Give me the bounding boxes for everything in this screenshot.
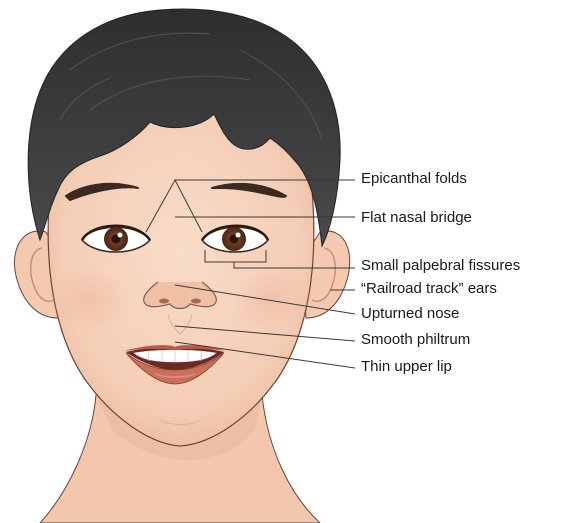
left-cheek (48, 268, 132, 332)
label-epicanthal-folds: Epicanthal folds (361, 170, 467, 188)
label-smooth-philtrum: Smooth philtrum (361, 331, 470, 349)
right-cheek (230, 268, 314, 332)
right-nostril (191, 299, 201, 304)
label-thin-upper-lip: Thin upper lip (361, 358, 452, 376)
left-nostril (159, 299, 169, 304)
label-flat-nasal-bridge: Flat nasal bridge (361, 209, 472, 227)
label-small-palpebral-fissures: Small palpebral fissures (361, 257, 520, 275)
label-railroad-track-ears: “Railroad track” ears (361, 280, 497, 298)
label-upturned-nose: Upturned nose (361, 305, 459, 323)
right-iris (222, 227, 246, 251)
right-eye-highlight (236, 233, 241, 238)
left-iris (104, 227, 128, 251)
left-eye-highlight (118, 233, 123, 238)
